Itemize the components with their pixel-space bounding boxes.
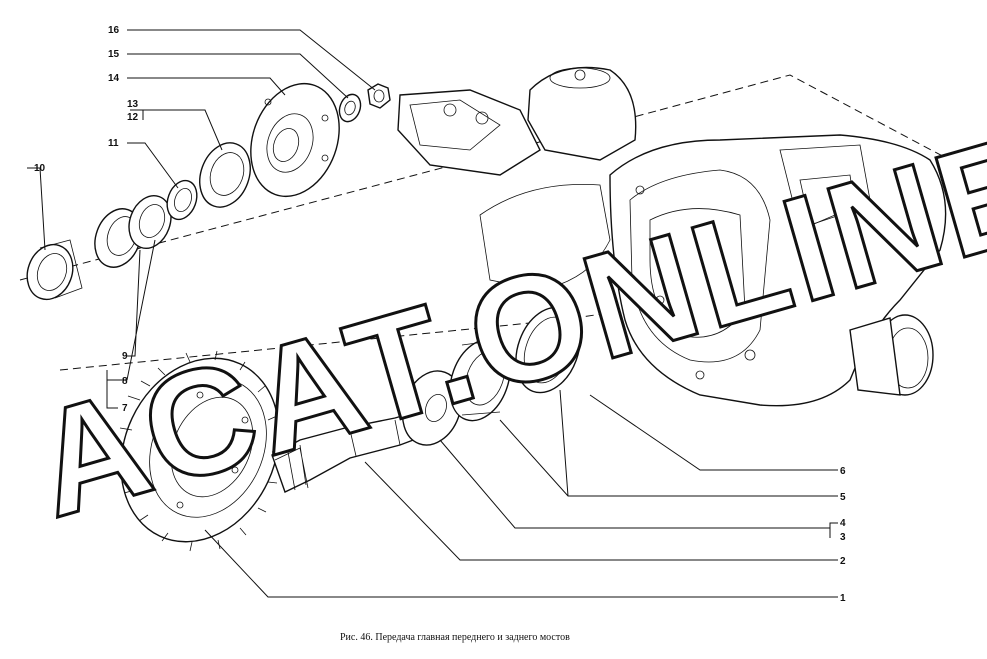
callout-8: 8 xyxy=(122,376,128,387)
outer-bearing-cup xyxy=(26,239,83,301)
spacer-ring xyxy=(166,179,198,221)
callout-1: 1 xyxy=(840,593,846,604)
figure-caption: Рис. 46. Передача главная переднего и за… xyxy=(340,632,570,643)
callout-4: 4 xyxy=(840,518,846,529)
upper-mount-bracket xyxy=(397,89,541,176)
callout-6: 6 xyxy=(840,466,846,477)
outer-bearing xyxy=(94,195,172,268)
axle-housing xyxy=(397,66,947,407)
pinion-shim xyxy=(401,370,463,446)
callout-10: 10 xyxy=(34,163,46,174)
leader-lines xyxy=(27,29,838,598)
callout-11: 11 xyxy=(108,138,119,149)
ring-gear xyxy=(118,350,282,552)
callout-12: 12 xyxy=(127,112,139,123)
callout-16: 16 xyxy=(108,25,120,36)
callout-15: 15 xyxy=(108,49,120,60)
washer xyxy=(338,93,362,123)
nut xyxy=(367,83,391,109)
housing-bolt-holes xyxy=(635,185,850,380)
callout-9: 9 xyxy=(122,351,128,362)
inner-bearing xyxy=(449,338,511,422)
callout-14: 14 xyxy=(108,73,120,84)
bearing-race xyxy=(515,306,581,394)
callout-13: 13 xyxy=(127,99,139,110)
callout-2: 2 xyxy=(840,556,846,567)
callout-5: 5 xyxy=(840,492,846,503)
spring-seat xyxy=(527,66,637,161)
callout-labels: 16 15 14 13 12 11 10 9 8 7 6 5 4 3 2 1 xyxy=(34,25,846,604)
oil-seal xyxy=(199,142,251,208)
callout-7: 7 xyxy=(122,403,128,414)
ring-gear-teeth xyxy=(118,350,282,552)
axle-tube-flange xyxy=(849,314,934,396)
companion-flange xyxy=(250,82,340,198)
callout-3: 3 xyxy=(840,532,846,543)
